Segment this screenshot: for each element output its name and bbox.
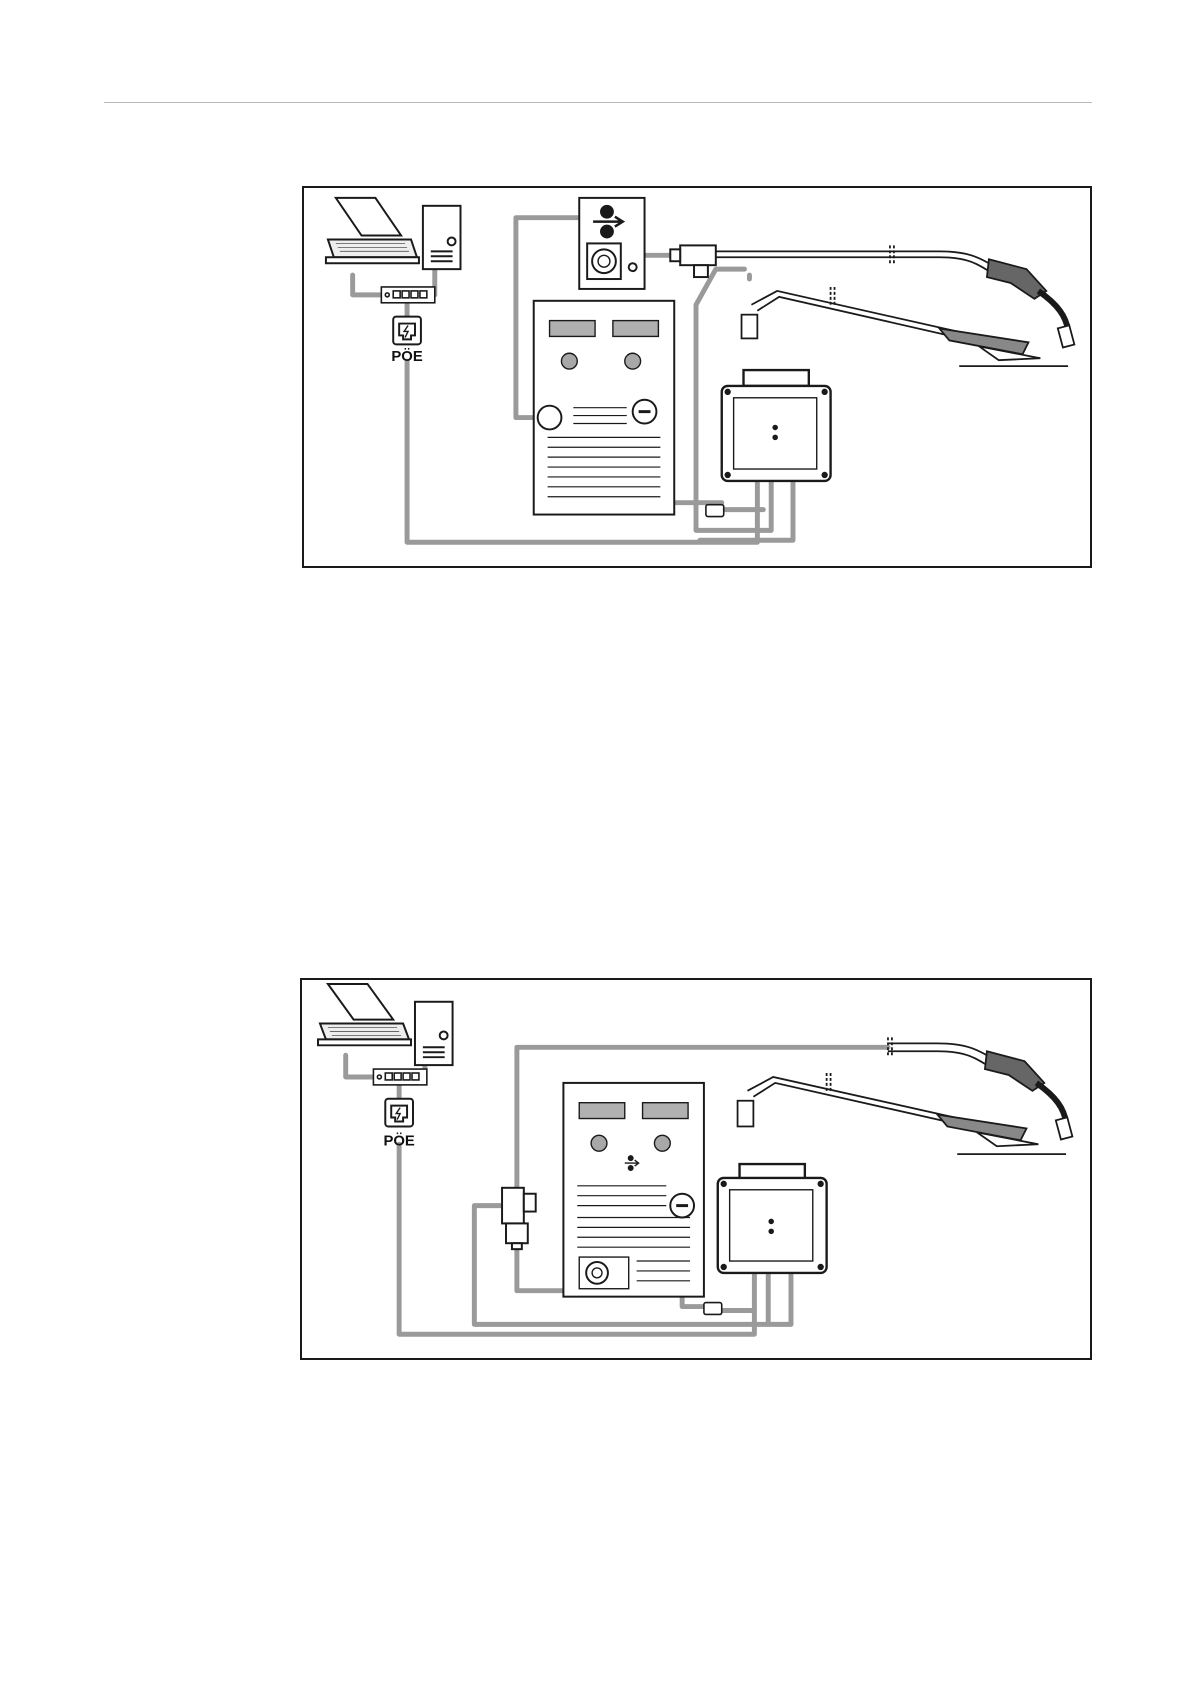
- welding-torch-icon: [716, 245, 1075, 347]
- cable-connector-icon: [706, 505, 724, 517]
- laptop-icon: [318, 984, 411, 1045]
- pc-tower-icon: [423, 206, 461, 269]
- pc-tower-icon: [415, 1002, 453, 1065]
- network-switch-icon: [373, 1069, 426, 1085]
- power-source-icon: [563, 1083, 704, 1297]
- sensor-box-icon: [722, 370, 831, 481]
- network-switch-icon: [381, 287, 434, 303]
- sensor-box-icon: [718, 1164, 827, 1273]
- cable-connector-icon: [704, 1303, 722, 1315]
- wire-feeder-icon: [579, 198, 644, 289]
- poe-label: PÖE: [391, 348, 422, 365]
- power-source-icon: [534, 301, 675, 515]
- t-connector-icon: [670, 245, 716, 277]
- laptop-icon: [326, 198, 419, 263]
- t-connector-icon: [502, 1188, 536, 1249]
- wiring-diagram-2: PÖE: [300, 978, 1092, 1360]
- poe-port-icon: [385, 1099, 413, 1127]
- ground-clamp-icon: [742, 287, 1069, 366]
- wiring-diagram-1: PÖE: [302, 186, 1092, 568]
- ground-clamp-icon: [738, 1073, 1067, 1154]
- poe-port-icon: [393, 317, 421, 345]
- poe-label: PÖE: [383, 1132, 414, 1149]
- header-rule: [104, 102, 1092, 103]
